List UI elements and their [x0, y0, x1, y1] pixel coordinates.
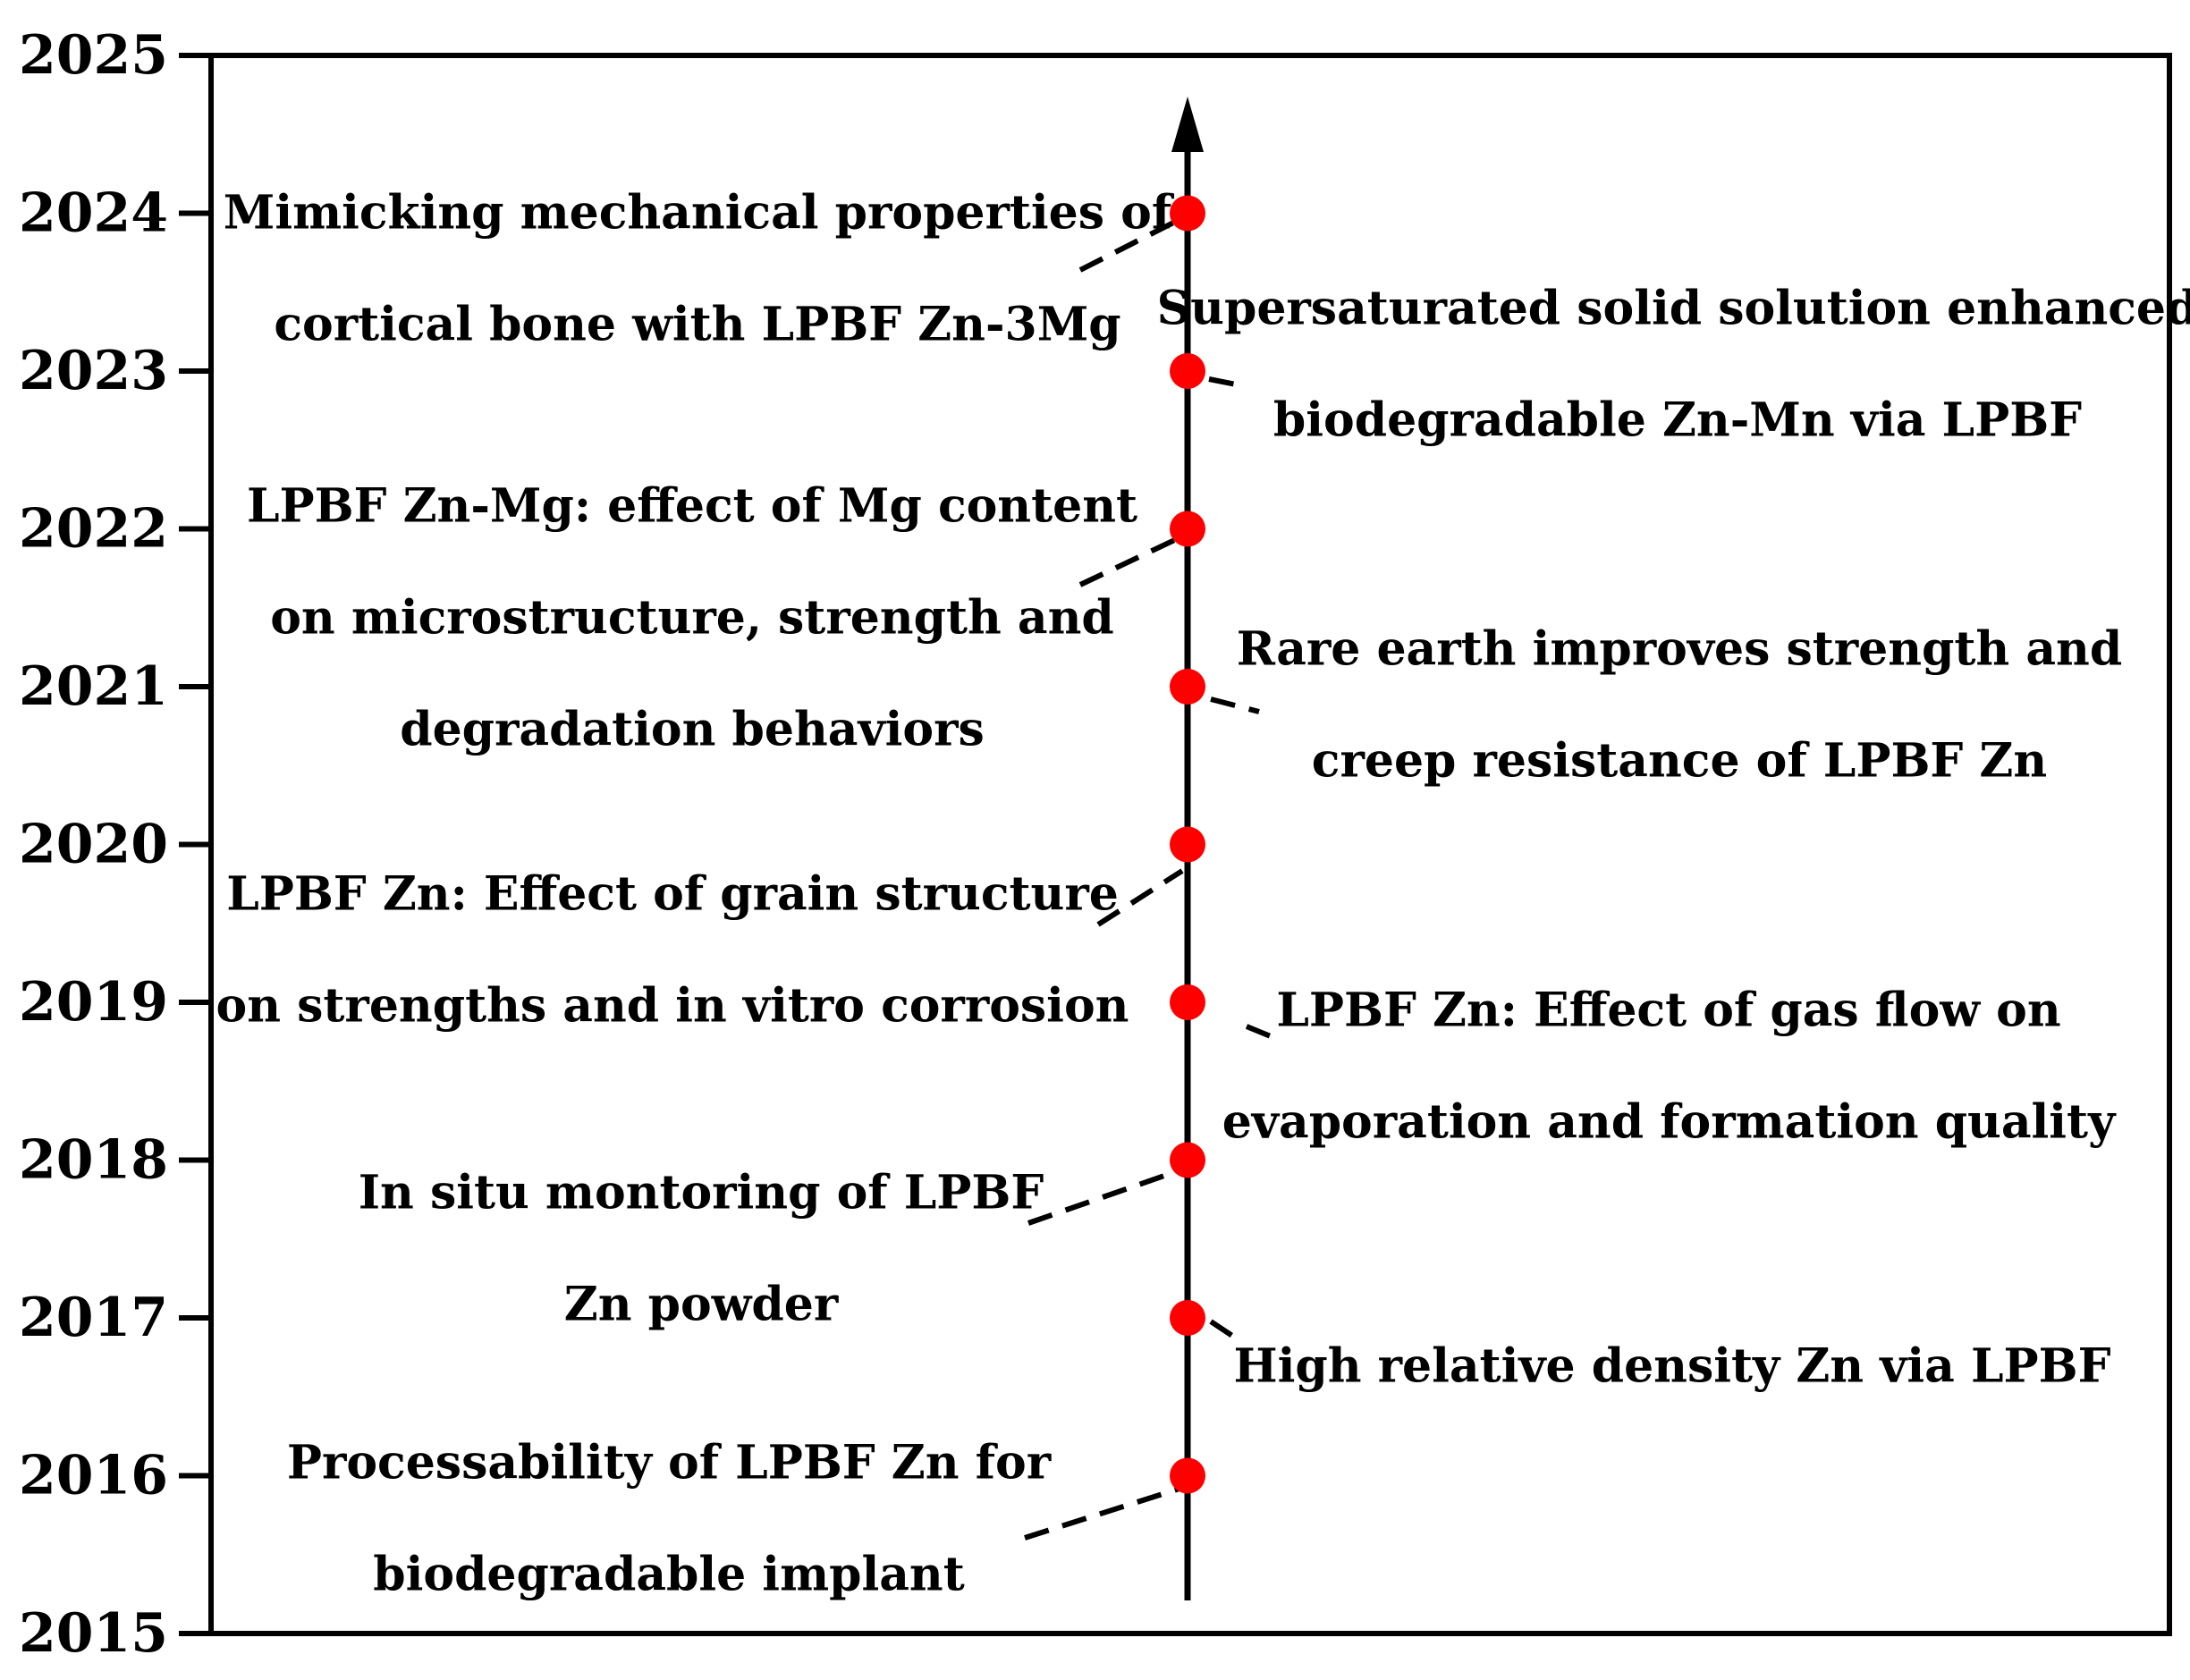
- event-label-line: In situ montoring of LPBF: [359, 1166, 1044, 1220]
- event-label-line: creep resistance of LPBF Zn: [1312, 734, 2047, 789]
- event-label-line: cortical bone with LPBF Zn-3Mg: [274, 298, 1120, 352]
- year-tick-label: 2024: [19, 182, 168, 245]
- year-tick-label: 2025: [19, 24, 168, 87]
- year-tick-label: 2015: [19, 1602, 168, 1665]
- year-tick-label: 2020: [19, 814, 168, 876]
- event-label-line: biodegradable Zn-Mn via LPBF: [1273, 393, 2082, 448]
- arrowhead-icon: [1171, 97, 1204, 152]
- event-marker-dot: [1170, 511, 1205, 547]
- event-marker-dot: [1170, 1142, 1205, 1178]
- event-label-line: Rare earth improves strength and: [1237, 622, 2122, 677]
- event-label-line: biodegradable implant: [373, 1548, 964, 1602]
- event-label-line: on strengths and in vitro corrosion: [216, 979, 1129, 1034]
- year-tick-label: 2018: [19, 1129, 168, 1192]
- event-label-line: evaporation and formation quality: [1222, 1095, 2117, 1150]
- event-label-line: degradation behaviors: [400, 703, 985, 757]
- event-marker-dot: [1170, 1300, 1205, 1336]
- event-leader-line: [1245, 1024, 1279, 1042]
- event-label-line: Processability of LPBF Zn for: [287, 1436, 1052, 1490]
- year-tick-label: 2021: [19, 655, 168, 718]
- event-label-line: Mimicking mechanical properties of: [224, 186, 1175, 241]
- event-label-line: LPBF Zn: Effect of gas flow on: [1276, 984, 2060, 1038]
- event-leader-line: [1208, 376, 1246, 389]
- leader-lines: [1024, 215, 1279, 1541]
- event-label-line: LPBF Zn-Mg: effect of Mg content: [247, 479, 1137, 534]
- year-tick-label: 2019: [19, 971, 168, 1034]
- event-leader-line: [1078, 215, 1184, 273]
- event-label-line: High relative density Zn via LPBF: [1233, 1339, 2110, 1394]
- event-marker-dot: [1170, 353, 1205, 389]
- event-label-line: LPBF Zn: Effect of grain structure: [226, 867, 1119, 922]
- year-tick-label: 2022: [19, 498, 168, 561]
- event-leader-line: [1209, 1319, 1234, 1338]
- event-marker-dot: [1170, 984, 1205, 1020]
- event-leader-line: [1210, 696, 1260, 714]
- event-markers: [1170, 195, 1205, 1494]
- year-tick-label: 2017: [19, 1287, 168, 1349]
- event-leader-line: [1096, 868, 1184, 927]
- event-marker-dot: [1170, 195, 1205, 232]
- event-labels: Mimicking mechanical properties of cortic…: [216, 186, 2190, 1602]
- year-axis: 2015 2016 2017 2018 2019 2020 2021 2022 2023 2024…: [19, 24, 211, 1665]
- year-tick-label: 2023: [19, 340, 168, 402]
- event-label-line: Zn powder: [564, 1278, 839, 1332]
- event-marker-dot: [1170, 826, 1205, 863]
- event-leader-line: [1078, 534, 1184, 587]
- event-label-line: on microstructure, strength and: [270, 591, 1114, 646]
- event-leader-line: [1027, 1167, 1183, 1226]
- event-marker-dot: [1170, 1457, 1205, 1494]
- event-label-line: Supersaturated solid solution enhanced: [1157, 282, 2190, 336]
- event-marker-dot: [1170, 669, 1205, 705]
- event-leader-line: [1024, 1485, 1183, 1541]
- year-tick-label: 2016: [19, 1445, 168, 1507]
